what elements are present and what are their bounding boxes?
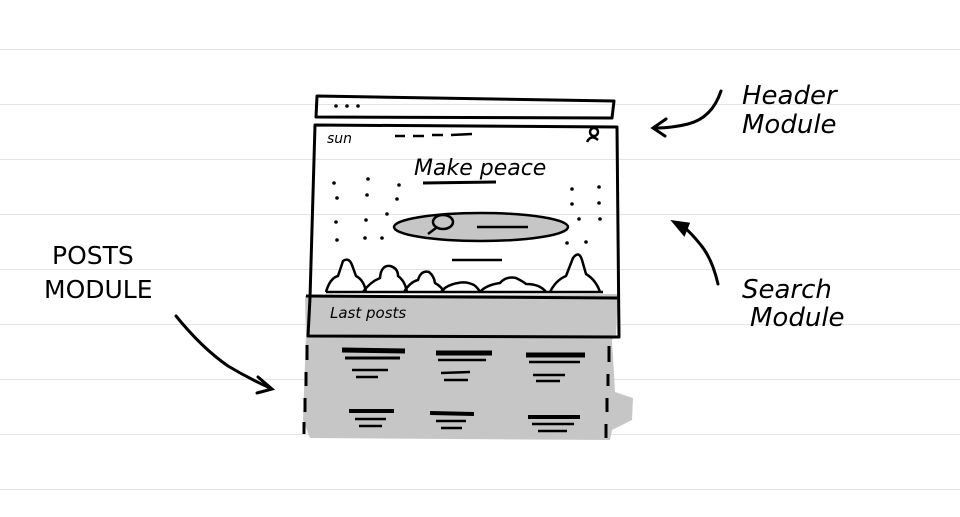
user-icon	[585, 126, 600, 143]
window-dots	[334, 104, 360, 108]
search-bar[interactable]	[392, 211, 570, 243]
annotation-search-module: Search Module	[670, 219, 845, 333]
ruled-line	[0, 104, 960, 105]
header-module-label-line1: Header	[742, 81, 839, 111]
posts-module-label-line1: POSTS	[52, 241, 134, 270]
post-card[interactable]	[349, 409, 394, 428]
posts-module: Last posts	[302, 304, 611, 438]
search-module-label-line2: Module	[750, 303, 845, 333]
search-module: sun Make peace	[305, 123, 621, 339]
ruled-line	[0, 269, 960, 270]
posts-module-shading	[303, 294, 633, 440]
annotation-header-module: Header Module	[650, 81, 839, 140]
headline-text: Make peace	[414, 156, 546, 181]
header-module-label-line2: Module	[742, 110, 837, 140]
headline-underline	[422, 180, 497, 185]
posts-module-label-line2: MODULE	[44, 275, 153, 304]
decorative-dots	[332, 177, 602, 245]
post-card[interactable]	[436, 350, 492, 382]
post-card[interactable]	[429, 411, 475, 430]
search-icon	[427, 213, 455, 235]
search-module-label-line1: Search	[742, 275, 832, 305]
arrow-icon	[650, 89, 723, 138]
post-card[interactable]	[528, 415, 580, 433]
nav-links	[395, 132, 473, 138]
post-card[interactable]	[341, 347, 406, 379]
ruled-line	[0, 49, 960, 50]
last-posts-heading: Last posts	[330, 304, 406, 322]
ruled-line	[0, 159, 960, 160]
annotation-posts-module: POSTS MODULE	[44, 241, 276, 395]
arrow-icon	[174, 314, 276, 395]
arrow-icon	[670, 219, 720, 286]
hero-illustration	[324, 253, 603, 294]
post-card[interactable]	[526, 352, 585, 383]
header-module	[314, 94, 616, 120]
ruled-line	[0, 489, 960, 490]
posts-dashed-outline	[302, 345, 611, 438]
logo-text: sun	[327, 131, 352, 147]
